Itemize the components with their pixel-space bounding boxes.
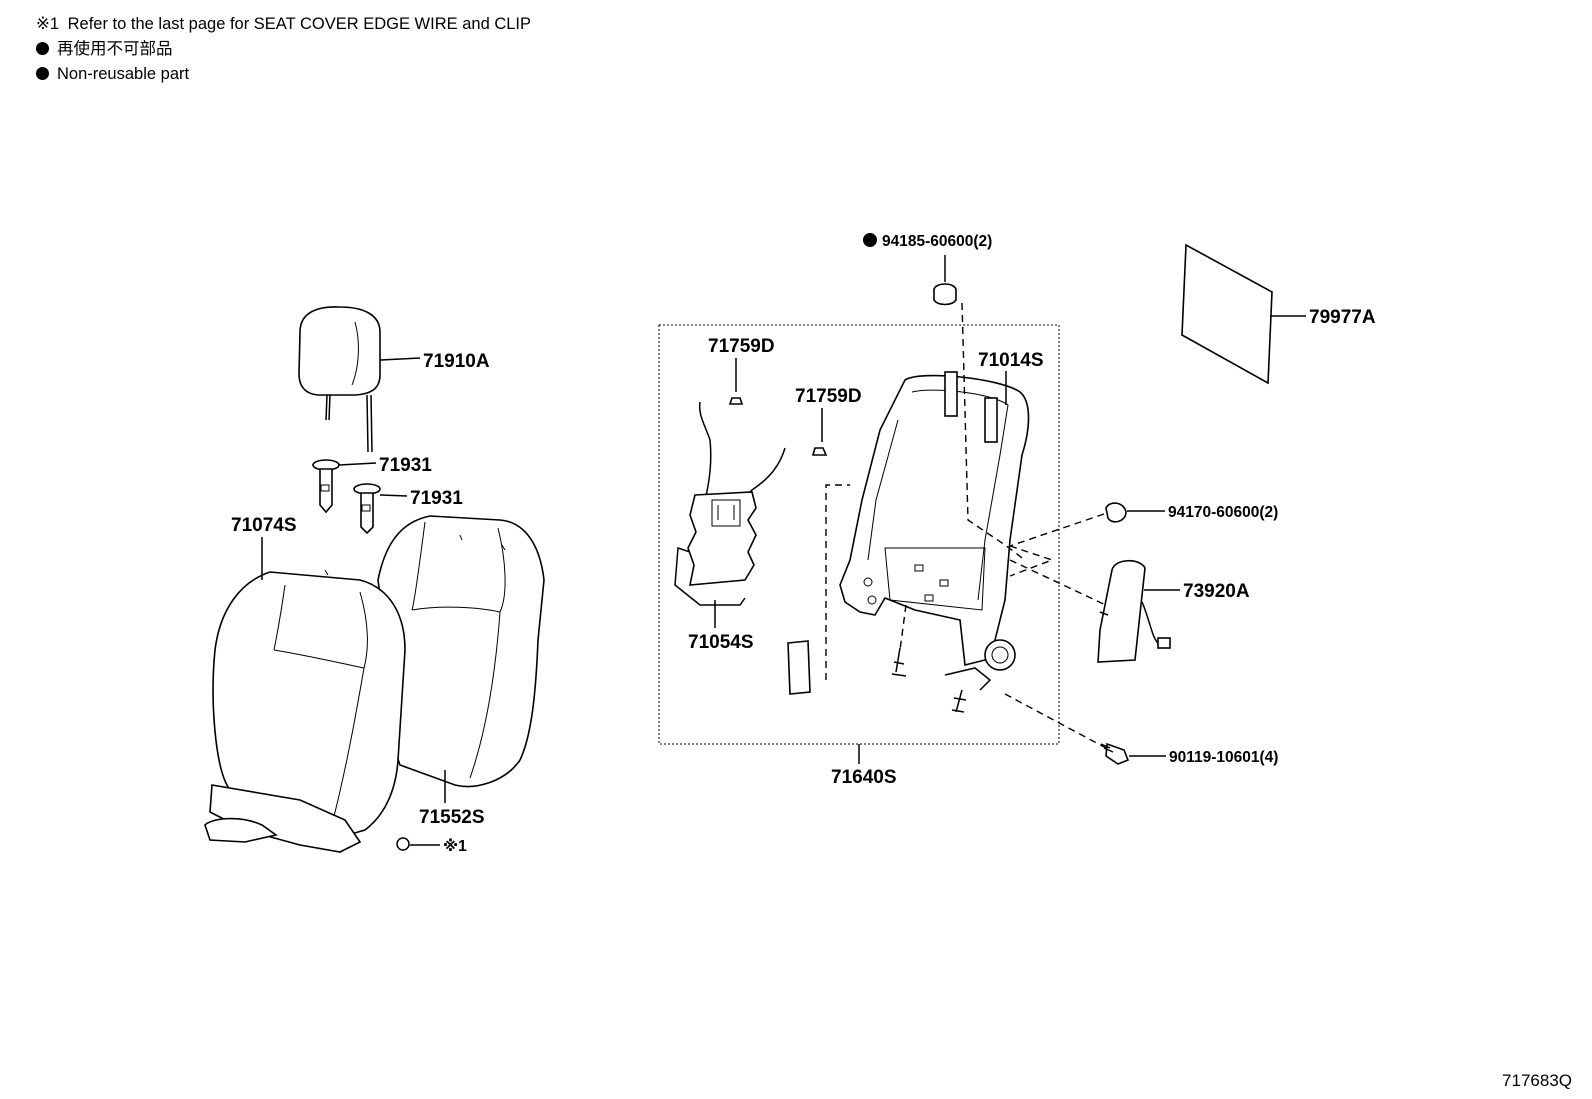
bullet-icon — [36, 42, 49, 55]
part-label-94170[interactable]: 94170-60600(2) — [1168, 504, 1278, 521]
part-label-71640S[interactable]: 71640S — [831, 767, 897, 788]
bullet-icon — [36, 67, 49, 80]
clip-94170-figure — [1105, 502, 1127, 523]
part-label-90119[interactable]: 90119-10601(4) — [1169, 749, 1278, 766]
part-label-94185[interactable]: 94185-60600(2) — [882, 233, 992, 250]
note-nonreusable-jp: 再使用不可部品 — [36, 37, 531, 62]
note-nonreusable-en-text: Non-reusable part — [57, 65, 190, 83]
pad-piece-figure — [787, 640, 811, 695]
dashed-link-90119 — [1004, 693, 1107, 749]
leader-71931-a — [338, 462, 377, 466]
frame-assembly-box — [658, 324, 1060, 745]
leader-71910A — [379, 357, 421, 361]
part-label-71014S[interactable]: 71014S — [978, 350, 1044, 371]
part-label-71931-a[interactable]: 71931 — [379, 455, 432, 476]
nut-94185-figure — [933, 283, 957, 306]
part-label-71759D-a[interactable]: 71759D — [708, 336, 775, 357]
lumbar-support-figure — [674, 401, 786, 606]
clip-note-label: ※1 — [443, 837, 467, 855]
headrest-figure — [298, 306, 381, 453]
part-label-79977A[interactable]: 79977A — [1309, 307, 1376, 328]
dashed-link-bolt-a — [899, 604, 907, 651]
headrest-support-figure — [312, 459, 381, 535]
side-airbag-figure — [1097, 559, 1171, 663]
legend-notes: ※1 Refer to the last page for SEAT COVER… — [36, 12, 531, 87]
seatback-frame-figure — [839, 371, 1030, 691]
clip-icon — [396, 837, 410, 851]
seatback-cover-figure — [204, 569, 406, 853]
dashed-link-pad — [825, 484, 850, 680]
part-label-71552S[interactable]: 71552S — [419, 807, 485, 828]
clip-71759D-figure — [728, 397, 828, 456]
note-nonreusable-jp-text: 再使用不可部品 — [57, 40, 173, 58]
note-refer-symbol: ※1 — [36, 15, 60, 33]
dashed-link-94170 — [1009, 513, 1105, 577]
note-refer-text: Refer to the last page for SEAT COVER ED… — [67, 15, 532, 33]
sheet-79977A-figure — [1181, 243, 1273, 385]
part-label-71074S[interactable]: 71074S — [231, 515, 297, 536]
part-label-73920A[interactable]: 73920A — [1183, 581, 1250, 602]
part-label-71931-b[interactable]: 71931 — [410, 488, 463, 509]
part-label-71910A[interactable]: 71910A — [423, 351, 490, 372]
dashed-link-94185 — [961, 302, 1026, 561]
figure-reference-number: 717683Q — [1502, 1071, 1572, 1090]
leader-71931-b — [379, 494, 408, 497]
bolt-90119-figure — [1100, 742, 1130, 765]
frame-hardware-figure — [891, 647, 967, 713]
note-refer: ※1 Refer to the last page for SEAT COVER… — [36, 12, 531, 37]
nonreusable-marker-icon — [863, 233, 877, 247]
note-nonreusable-en: Non-reusable part — [36, 62, 531, 87]
part-label-71054S[interactable]: 71054S — [688, 632, 754, 653]
part-label-71759D-b[interactable]: 71759D — [795, 386, 862, 407]
dashed-link-73920A — [1009, 559, 1113, 609]
